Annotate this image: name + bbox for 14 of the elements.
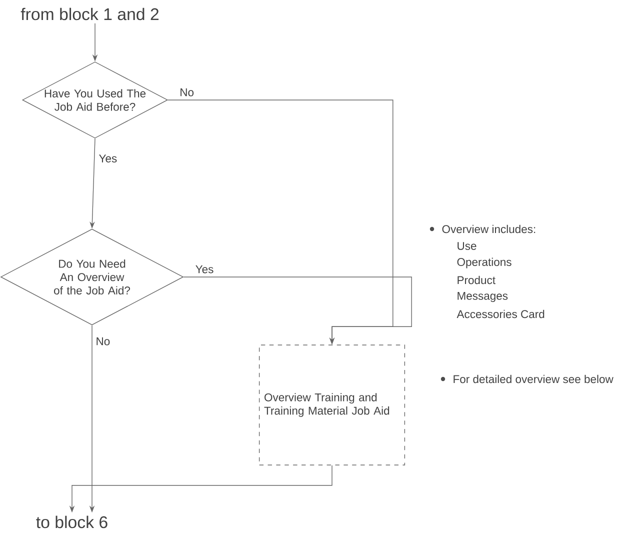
edge-label: Yes [97, 153, 119, 164]
edge-label: Yes [194, 264, 216, 275]
note: For detailed overview see below [454, 374, 614, 384]
list-item: Operations [457, 258, 512, 268]
list-item: Messages [458, 292, 508, 302]
note: Overview includes: [442, 224, 536, 234]
process-box: Overview Training and Training Material Job Aid [258, 344, 406, 466]
edge-label: No [178, 86, 196, 98]
flow-text: to block 6 [36, 516, 108, 528]
flow-text: from block 1 and 2 [20, 8, 159, 20]
list-item: Use [458, 242, 476, 250]
edge-label: No [94, 336, 112, 347]
list-item: Product [458, 276, 496, 284]
list-item: Accessories Card [456, 310, 544, 318]
